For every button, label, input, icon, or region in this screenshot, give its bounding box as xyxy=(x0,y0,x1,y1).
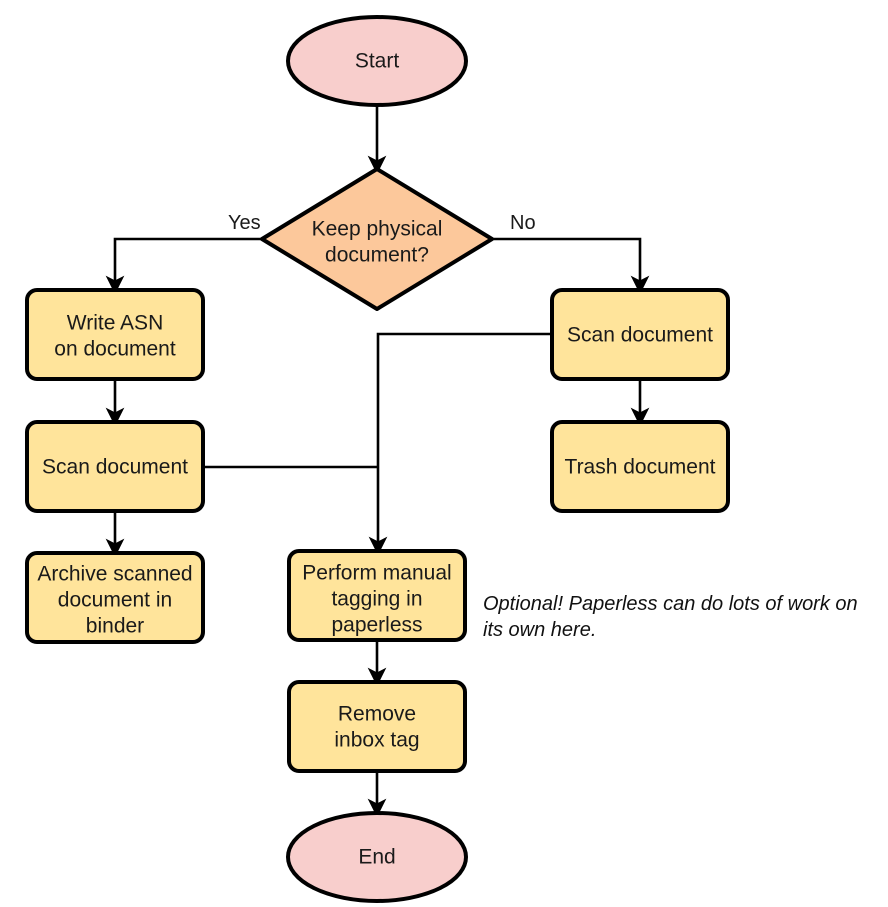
edge-layer: Yes No xyxy=(105,105,650,818)
decision-label-line2: document? xyxy=(325,244,429,267)
scan-document-left-label: Scan document xyxy=(42,456,188,479)
trash-document-box[interactable] xyxy=(550,420,730,513)
archive-label-line1: Archive scanned xyxy=(37,563,192,586)
trash-document-label: Trash document xyxy=(565,456,716,479)
annotation-optional-paperless: Optional! Paperless can do lots of work … xyxy=(483,593,858,641)
node-start[interactable]: Start xyxy=(286,15,468,107)
archive-box[interactable] xyxy=(25,551,205,644)
scan-document-right-box[interactable] xyxy=(550,288,730,381)
annotation-line1: Optional! Paperless can do lots of work … xyxy=(483,593,858,615)
node-scan-document-left[interactable]: Scan document xyxy=(25,420,205,513)
tagging-box[interactable] xyxy=(287,549,467,642)
node-decision-keep-physical-document[interactable]: Keep physical document? xyxy=(260,167,494,311)
edge-label-no: No xyxy=(510,212,536,234)
archive-label-line2: document in xyxy=(58,589,172,612)
start-ellipse[interactable] xyxy=(286,15,468,107)
edge-decision-no xyxy=(492,237,650,295)
write-asn-box[interactable] xyxy=(25,288,205,381)
tagging-label-line2: tagging in xyxy=(331,588,422,611)
annotation-line2: its own here. xyxy=(483,619,596,641)
node-perform-manual-tagging[interactable]: Perform manual tagging in paperless xyxy=(287,549,467,642)
remove-inbox-tag-box[interactable] xyxy=(287,680,467,773)
write-asn-label-line1: Write ASN xyxy=(67,312,163,335)
node-trash-document[interactable]: Trash document xyxy=(550,420,730,513)
write-asn-label-line2: on document xyxy=(54,338,176,361)
tagging-label-line3: paperless xyxy=(331,614,422,637)
start-label: Start xyxy=(355,50,400,73)
remove-inbox-tag-label-line2: inbox tag xyxy=(334,729,419,752)
tagging-label-line1: Perform manual xyxy=(302,562,451,585)
scan-document-right-label: Scan document xyxy=(567,324,713,347)
decision-diamond[interactable] xyxy=(260,167,494,311)
node-archive-scanned-document[interactable]: Archive scanned document in binder xyxy=(25,551,205,644)
node-end[interactable]: End xyxy=(286,811,468,903)
end-label: End xyxy=(358,846,395,869)
edge-scanright-to-tagging xyxy=(368,332,552,556)
edge-label-yes: Yes xyxy=(228,212,261,234)
decision-label-line1: Keep physical xyxy=(312,218,443,241)
node-remove-inbox-tag[interactable]: Remove inbox tag xyxy=(287,680,467,773)
node-scan-document-right[interactable]: Scan document xyxy=(550,288,730,381)
archive-label-line3: binder xyxy=(86,615,144,638)
remove-inbox-tag-label-line1: Remove xyxy=(338,703,416,726)
scan-document-left-box[interactable] xyxy=(25,420,205,513)
node-write-asn[interactable]: Write ASN on document xyxy=(25,288,205,381)
end-ellipse[interactable] xyxy=(286,811,468,903)
edge-decision-yes xyxy=(105,237,262,295)
